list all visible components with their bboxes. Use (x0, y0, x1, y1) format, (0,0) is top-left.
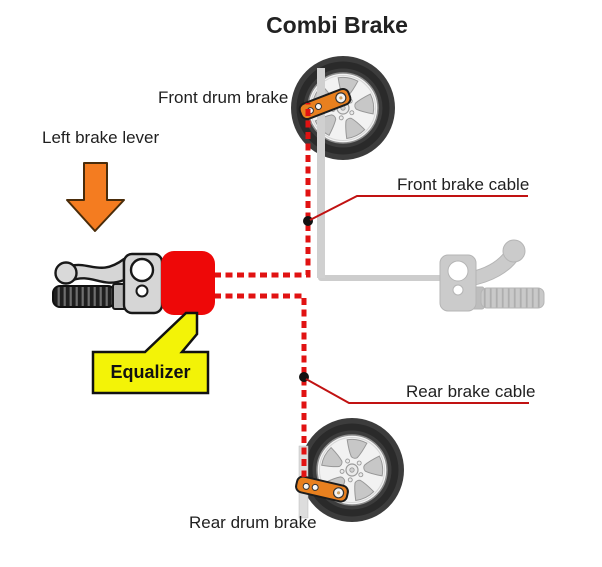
left-bracket-hole-large (129, 257, 155, 283)
label-rear-brake-cable: Rear brake cable (406, 382, 536, 401)
left-brake-lever-graphic (52, 252, 164, 315)
page-title: Combi Brake (266, 12, 408, 38)
rear-brake-cable-dashed (214, 293, 307, 477)
rear-wheel (300, 418, 404, 522)
rear-cable-leader-line (305, 378, 529, 404)
label-front-drum-brake: Front drum brake (158, 88, 289, 107)
equalizer-box (161, 251, 215, 315)
front-brake-cable-dashed (214, 103, 311, 278)
right-bracket-hole-large (447, 260, 469, 282)
equalizer-callout (91, 311, 210, 395)
right-brake-lever-graphic (439, 239, 545, 312)
left-lever-grip (52, 285, 116, 308)
left-lever-arm (68, 257, 126, 284)
label-front-brake-cable: Front brake cable (397, 175, 530, 194)
label-equalizer: Equalizer (110, 362, 191, 382)
front-cable-leader-line (309, 195, 528, 221)
front-fork-bar (317, 68, 325, 278)
left-lever-ball-end (54, 261, 78, 285)
front-cable-junction-dot (303, 216, 313, 226)
left-bracket-hole-small (135, 284, 149, 298)
down-arrow-icon (66, 162, 125, 232)
right-lever-ball-end (502, 239, 526, 263)
right-bracket-hole-small (452, 284, 464, 296)
label-left-brake-lever: Left brake lever (42, 128, 160, 147)
right-lever-grip (480, 287, 545, 309)
label-rear-drum-brake: Rear drum brake (189, 513, 317, 532)
